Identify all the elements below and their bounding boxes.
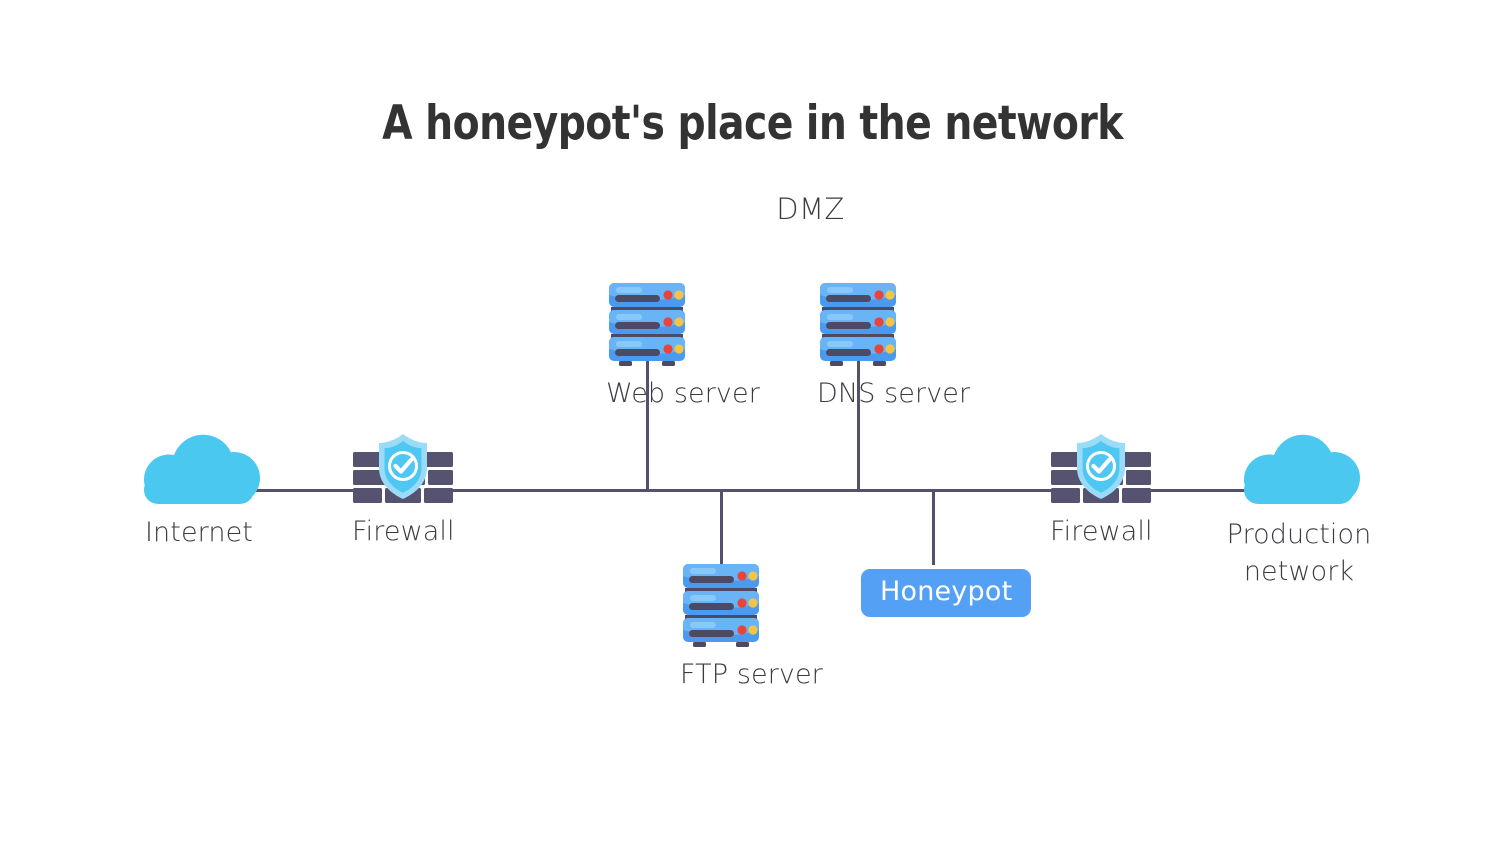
dmz-zone-label: DMZ xyxy=(0,192,1505,226)
node-production-network[interactable]: Production network xyxy=(1227,434,1379,591)
node-ftp-server-label: FTP server xyxy=(680,659,823,690)
production-network-label-line1: Production xyxy=(1226,519,1372,550)
link-web-server xyxy=(646,360,649,491)
node-production-network-label: Production network xyxy=(1219,516,1379,591)
link-honeypot xyxy=(932,489,935,565)
node-firewall-right-label: Firewall xyxy=(1050,516,1153,547)
node-honeypot[interactable]: Honeypot xyxy=(861,569,1032,617)
server-icon xyxy=(817,283,899,366)
node-honeypot-label: Honeypot xyxy=(880,576,1013,607)
firewall-icon xyxy=(352,432,454,504)
server-icon xyxy=(680,564,762,647)
node-internet[interactable]: Internet xyxy=(138,434,260,551)
node-firewall-right[interactable]: Firewall xyxy=(1050,432,1153,550)
node-dns-server[interactable]: DNS server xyxy=(817,283,971,412)
node-firewall-left-label: Firewall xyxy=(352,516,455,547)
dmz-zone-label-text: DMZ xyxy=(776,192,845,226)
link-firewall-production xyxy=(1135,489,1253,492)
link-ftp-server xyxy=(720,489,723,567)
firewall-icon xyxy=(1050,432,1152,504)
cloud-icon xyxy=(1238,434,1379,504)
page-title: A honeypot's place in the network xyxy=(382,96,1123,151)
production-network-label-line2: network xyxy=(1243,556,1355,588)
node-dns-server-label: DNS server xyxy=(817,378,971,409)
cloud-icon xyxy=(138,434,260,504)
node-ftp-server[interactable]: FTP server xyxy=(680,564,823,693)
node-web-server[interactable]: Web server xyxy=(606,283,760,412)
node-web-server-label: Web server xyxy=(606,378,760,409)
link-internet-firewall xyxy=(248,489,370,492)
node-internet-label: Internet xyxy=(144,517,253,548)
node-firewall-left[interactable]: Firewall xyxy=(352,432,455,550)
server-icon xyxy=(606,283,688,366)
link-dns-server xyxy=(857,360,860,491)
dmz-backbone-line xyxy=(437,489,1070,492)
